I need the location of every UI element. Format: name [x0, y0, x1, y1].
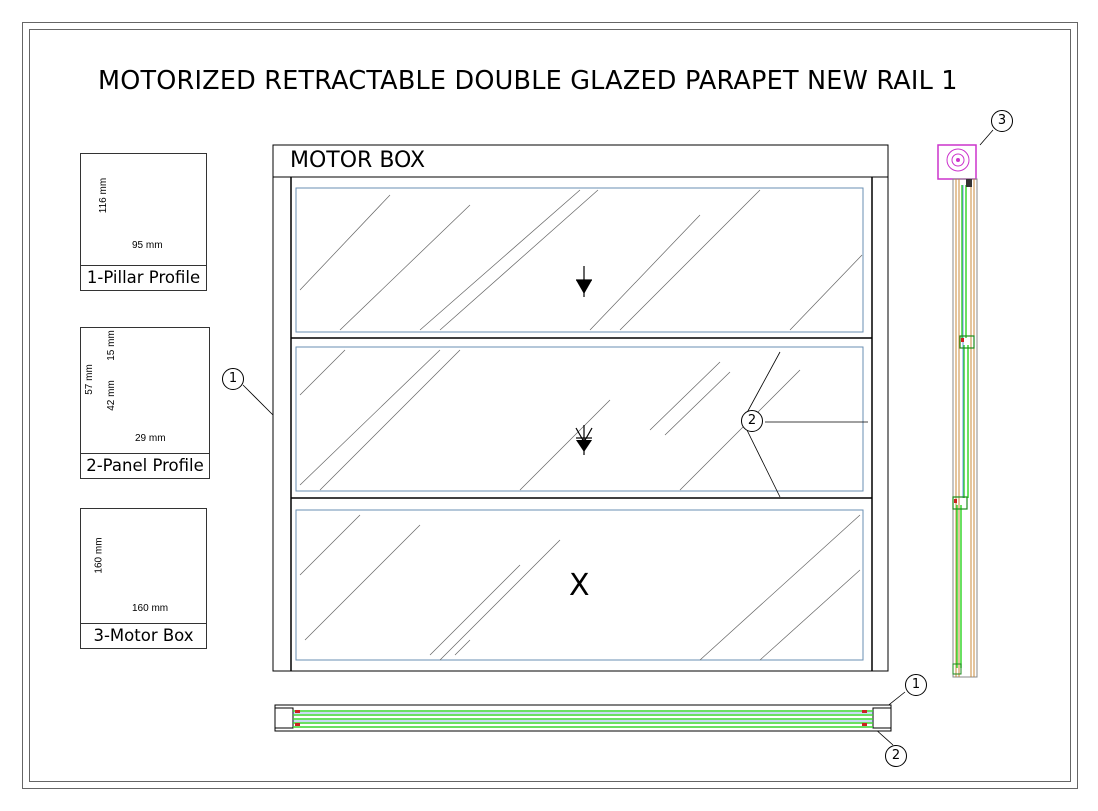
panel-top-dim: 15 mm	[105, 330, 117, 361]
panel-arrows	[575, 266, 593, 455]
leader-lines	[242, 129, 994, 746]
motor-width-dim: 160 mm	[132, 603, 169, 614]
pillar-width-dim: 95 mm	[132, 240, 163, 251]
callout-plan-pillar: 1	[905, 674, 927, 696]
pillar-height-dim: 116 mm	[98, 177, 110, 214]
fixed-panel-mark: X	[569, 568, 590, 603]
drawing-frame-inner	[29, 29, 1071, 782]
front-elevation	[272, 144, 889, 672]
motor-height-dim: 160 mm	[93, 537, 105, 574]
motor-box-label-caption: 3-Motor Box	[80, 623, 207, 649]
side-section	[937, 144, 978, 678]
drawing-frame-outer	[22, 22, 1078, 789]
glass-reflections	[299, 189, 863, 661]
pillar-profile-label: 1-Pillar Profile	[80, 265, 207, 291]
panel-height-dim: 57 mm	[83, 364, 95, 395]
motor-box-thumbnail	[80, 508, 207, 625]
callout-motor-box: 3	[991, 110, 1013, 132]
plan-section	[274, 704, 892, 732]
callout-panel: 2	[741, 410, 763, 432]
drawing-title: MOTORIZED RETRACTABLE DOUBLE GLAZED PARA…	[98, 66, 958, 96]
panel-mid-dim: 42 mm	[105, 380, 117, 411]
callout-pillar: 1	[222, 368, 244, 390]
glass-panels	[295, 187, 864, 661]
panel-profile-thumbnail	[80, 327, 210, 455]
callout-plan-panel: 2	[885, 745, 907, 767]
panel-width-dim: 29 mm	[135, 433, 166, 444]
motor-box-label: MOTOR BOX	[290, 148, 426, 173]
pillar-profile-thumbnail	[80, 153, 207, 267]
panel-profile-label: 2-Panel Profile	[80, 453, 210, 479]
